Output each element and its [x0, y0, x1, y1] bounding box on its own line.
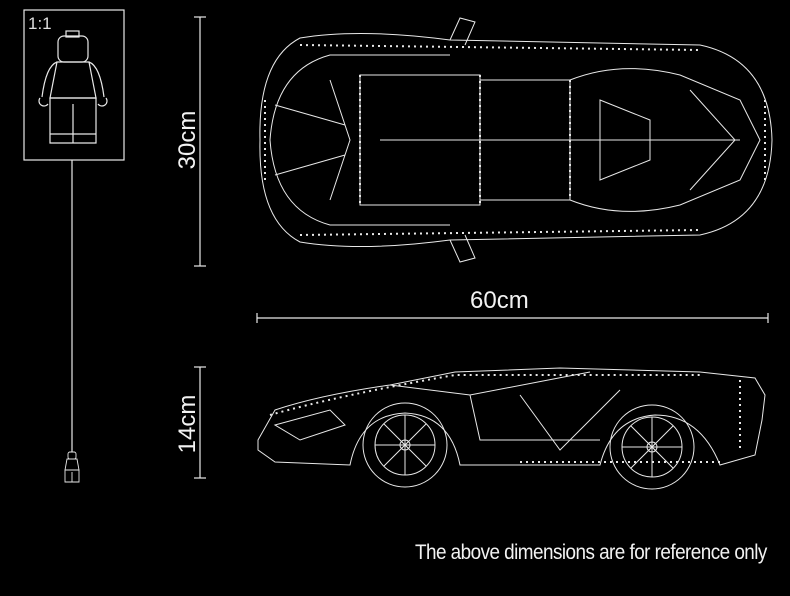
rear-wheel: [609, 404, 695, 490]
front-wheel: [362, 402, 448, 488]
reference-footnote: The above dimensions are for reference o…: [415, 541, 767, 564]
height-label-14cm: 14cm: [174, 394, 201, 454]
car-top-view: [259, 17, 773, 263]
length-label-60cm: 60cm: [470, 287, 529, 314]
minifigure-icon: [38, 30, 108, 144]
dimension-line-14cm: [194, 366, 206, 479]
dimension-line-60cm: [256, 313, 769, 323]
small-minifigure-icon: [64, 451, 80, 483]
minifigure-scale-box: [23, 9, 125, 483]
car-side-view: [257, 367, 766, 490]
dimension-line-30cm: [194, 16, 206, 267]
scale-label: 1:1: [28, 14, 52, 33]
height-label-30cm: 30cm: [174, 110, 201, 170]
